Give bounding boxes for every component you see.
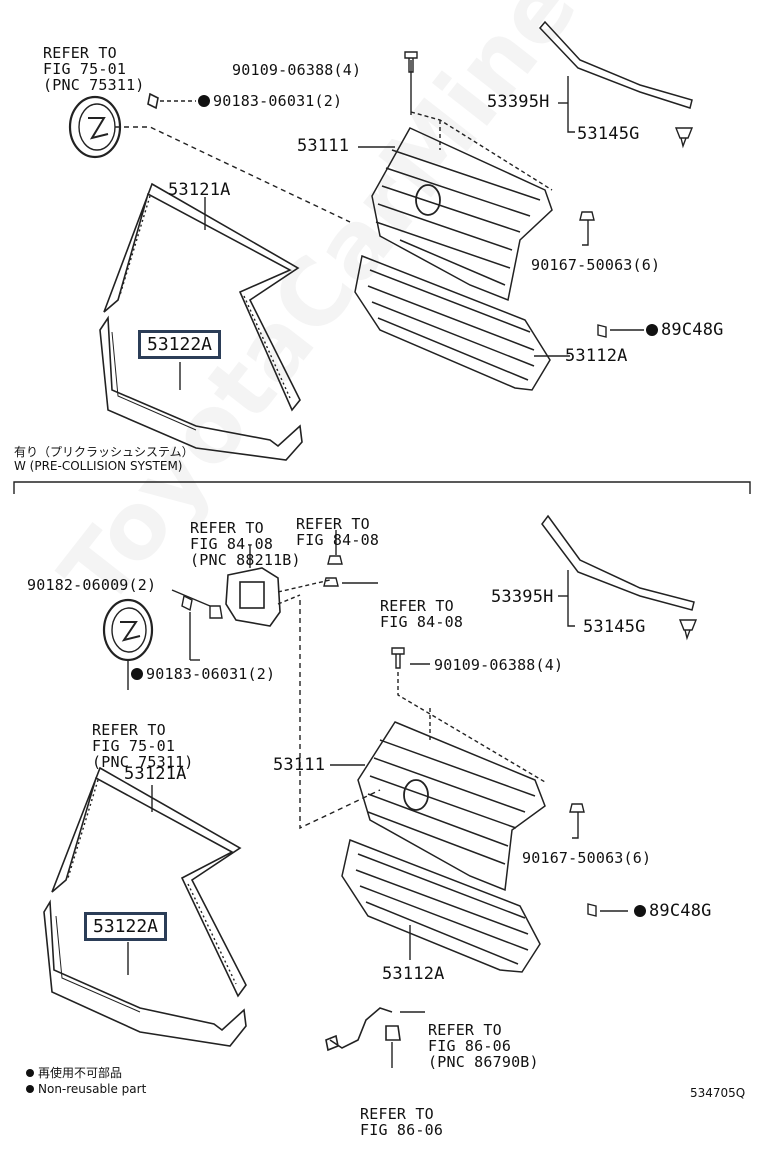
- non-reusable-dot-icon: [131, 668, 143, 680]
- molding-53121a-icon: [51, 766, 247, 998]
- clip-nut-icon: [569, 803, 585, 813]
- part-89c48g-label: 89C48G: [646, 322, 724, 339]
- part-53111-label: 53111: [273, 755, 326, 775]
- clip-icon: [181, 594, 193, 612]
- clip-nut-icon: [579, 211, 595, 221]
- clip-icon: [147, 92, 159, 110]
- part-53122a-box: 53122A: [138, 330, 222, 359]
- variant-caption-jp: 有り（プリクラッシュシステム）: [14, 445, 194, 459]
- part-53122a-box: 53122A: [84, 912, 168, 941]
- part-53145g-label: 53145G: [577, 124, 640, 144]
- variant-caption-en: W (PRE-COLLISION SYSTEM): [14, 459, 183, 473]
- legend-jp: 再使用不可部品: [26, 1064, 122, 1081]
- molding-53122a-icon: [99, 315, 303, 461]
- part-90183-label: 90183-06031(2): [131, 666, 275, 682]
- part-53121a-label: 53121A: [168, 180, 231, 200]
- part-90109-label: 90109-06388(4): [232, 61, 362, 79]
- molding-strip-53395h-icon: [541, 514, 695, 611]
- radar-sensor-icon: [225, 567, 281, 627]
- molding-strip-53395h-icon: [538, 20, 693, 109]
- grille-53112a-icon: [354, 254, 551, 391]
- emblem-icon: [102, 598, 154, 662]
- part-90109-label: 90109-06388(4): [434, 656, 564, 674]
- part-90167-label: 90167-50063(6): [522, 849, 652, 867]
- grille-53111-icon: [357, 721, 546, 892]
- clip-icon: [587, 903, 597, 917]
- part-53121a-label: 53121A: [124, 764, 187, 784]
- legend-en: Non-reusable part: [26, 1082, 146, 1096]
- bolt-icon: [323, 577, 339, 587]
- clip-icon: [678, 619, 698, 641]
- clip-icon: [597, 324, 607, 338]
- grille-53111-icon: [371, 127, 553, 302]
- non-reusable-dot-icon: [198, 95, 210, 107]
- part-53112a-label: 53112A: [565, 346, 628, 366]
- part-53395h-label: 53395H: [487, 92, 550, 112]
- non-reusable-dot-icon: [26, 1069, 34, 1077]
- molding-53121a-icon: [103, 182, 301, 412]
- molding-53122a-icon: [43, 899, 247, 1047]
- bolt-icon: [391, 647, 405, 669]
- clip-icon: [674, 127, 694, 149]
- diagram-code: 534705Q: [690, 1086, 746, 1100]
- part-53395h-label: 53395H: [491, 587, 554, 607]
- non-reusable-dot-icon: [634, 905, 646, 917]
- part-53145g-label: 53145G: [583, 617, 646, 637]
- grille-53112a-icon: [341, 838, 541, 973]
- bolt-icon: [327, 555, 343, 565]
- wire-harness-icon: [325, 1007, 401, 1052]
- part-90167-label: 90167-50063(6): [531, 256, 661, 274]
- nut-icon: [209, 605, 223, 619]
- part-53112a-label: 53112A: [382, 964, 445, 984]
- bolt-icon: [404, 51, 418, 73]
- non-reusable-dot-icon: [646, 324, 658, 336]
- non-reusable-dot-icon: [26, 1085, 34, 1093]
- part-90182-label: 90182-06009(2): [27, 576, 157, 594]
- part-89c48g-label: 89C48G: [634, 903, 712, 920]
- part-90183-label: 90183-06031(2): [198, 93, 342, 109]
- parts-illustration: [13, 20, 751, 1068]
- part-53111-label: 53111: [297, 136, 350, 156]
